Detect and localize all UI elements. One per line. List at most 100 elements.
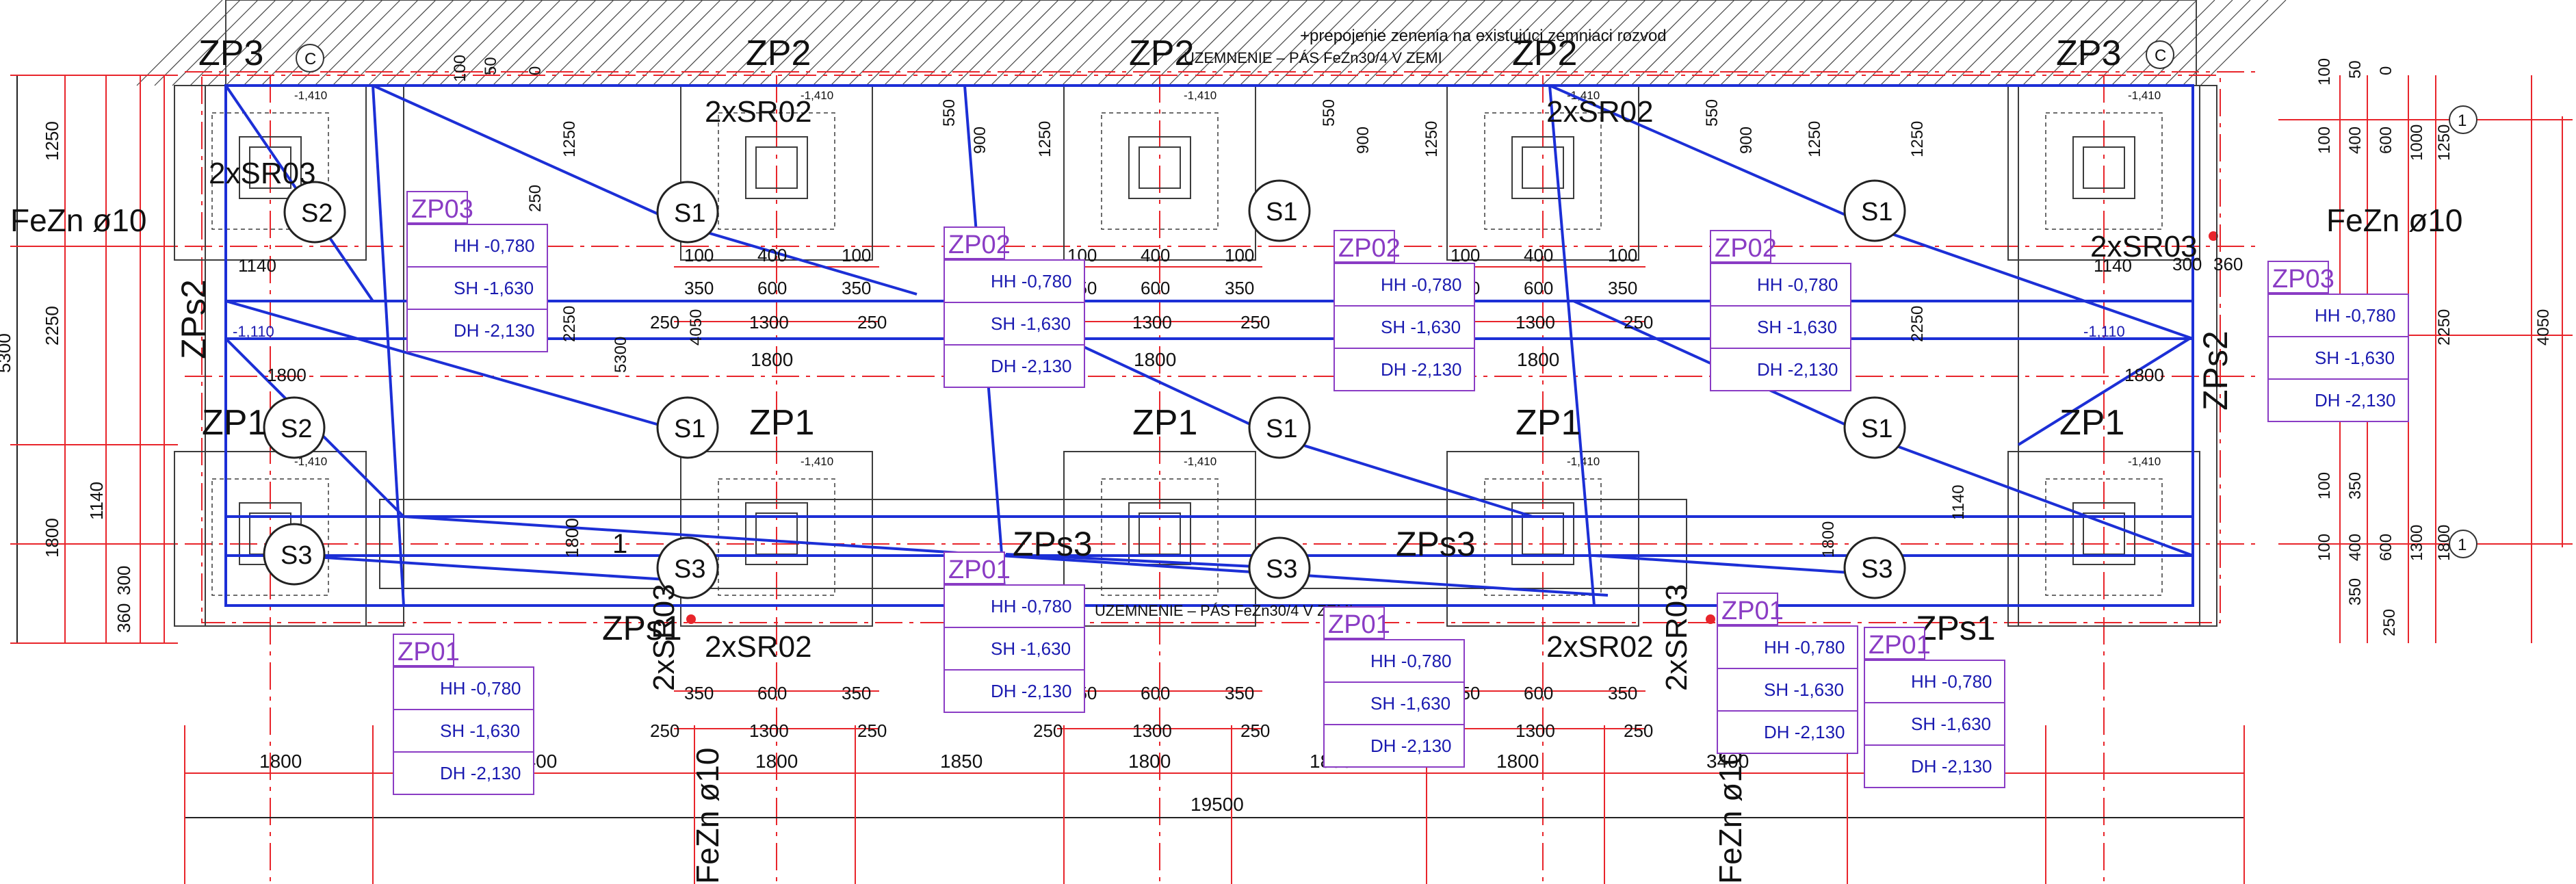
footing-sub-dimension: 350: [684, 683, 714, 703]
footing-sub-dimension: 1300: [749, 720, 789, 741]
grounding-conductor: [224, 84, 2194, 607]
tag-row-text: SH -1,630: [991, 638, 1071, 659]
footing-label-top-3: ZP2: [1129, 34, 1194, 73]
hatch-line: [1115, 0, 1201, 86]
footing-sub-dimension: 1300: [1515, 312, 1555, 333]
hatch-line: [154, 0, 241, 86]
footing-sub-dimension: 600: [757, 278, 787, 298]
well-circle: [283, 181, 346, 244]
red-pin: [686, 614, 696, 624]
footing-column: [239, 136, 302, 199]
bay-dimension: 1800: [259, 751, 302, 772]
footing-step: [1101, 112, 1219, 230]
tag-row-text: HH -0,780: [991, 596, 1072, 616]
tag-row-text: DH -2,130: [454, 320, 535, 341]
hatch-line: [528, 0, 614, 86]
tag-row-text: SH -1,630: [1381, 317, 1461, 337]
tag-row-text: DH -2,130: [991, 681, 1072, 701]
vertical-dimension: 100: [451, 55, 469, 82]
hatch-line: [1613, 0, 1700, 86]
tag-row-box: [944, 627, 1085, 671]
tag-row-box: [1717, 625, 1858, 669]
footing-column: [1128, 502, 1191, 565]
hatch-line: [563, 0, 650, 86]
hatch-line: [1826, 0, 1913, 86]
vertical-dimension: 1800: [1819, 521, 1838, 558]
hatch-line: [2200, 0, 2287, 86]
footing-column: [1511, 136, 1574, 199]
tag-row-box: [406, 224, 548, 268]
footing-sub-dimension: 250: [650, 720, 679, 741]
connector-label-1: 2xSR03: [209, 157, 316, 190]
well-label: S1: [1861, 198, 1892, 226]
small-dimension: 360: [2213, 254, 2243, 274]
hatch-line: [1915, 0, 2002, 86]
tag-title-box: [1323, 606, 1385, 639]
footing-sub-dimension: 100: [1225, 245, 1254, 265]
tag-title-box: [2267, 261, 2329, 294]
axis-marker-c-left: C: [296, 44, 324, 73]
footing-bottom: [1446, 451, 1639, 627]
footing-sub-dimension: 250: [857, 312, 887, 333]
footing-column: [1128, 136, 1191, 199]
tag-title-box: [1717, 593, 1778, 625]
right-vertical-dimension: 400: [2346, 127, 2365, 154]
right-vertical-dimension: 350: [2346, 578, 2365, 606]
footing-column-inner: [1522, 146, 1564, 189]
tag-row-text: DH -2,130: [1757, 359, 1838, 380]
vertical-dimension: 550: [1320, 99, 1338, 127]
right-vertical-dimension: 250: [2380, 609, 2399, 636]
tag-row-text: DH -2,130: [1764, 722, 1845, 742]
tag-row-text: HH -0,780: [1381, 274, 1462, 295]
conductor-segment: [1877, 228, 2194, 340]
vertical-dimension: 50: [482, 57, 500, 75]
footing-sub-dimension: 250: [857, 720, 887, 741]
footing-step: [2045, 112, 2163, 230]
well-circle: [263, 396, 326, 459]
vertical-dimension: 550: [1703, 99, 1721, 127]
hatch-line: [741, 0, 828, 86]
vertical-dimension: 4050: [687, 309, 705, 346]
connector-label-4: 2xSR03: [2090, 230, 2198, 263]
connector-label-5: 2xSR02: [705, 630, 812, 664]
hatch-line: [439, 0, 525, 86]
tag-row-box: [406, 309, 548, 352]
footing-level-tag: -1,410: [801, 89, 833, 102]
tag-name: ZP01: [1869, 631, 1931, 660]
tag-row-box: [1717, 668, 1858, 712]
tag-row-box: [1864, 702, 2005, 746]
well-circle: [656, 396, 719, 459]
small-dimension: 1140: [238, 255, 276, 276]
footing-label-bottom-3: ZP1: [1132, 403, 1197, 443]
tag-row-text: SH -1,630: [1757, 317, 1837, 337]
footing-sub-dimension: 350: [842, 683, 871, 703]
tag-row-text: HH -0,780: [2315, 305, 2396, 326]
tag-name: ZP02: [1715, 234, 1777, 263]
footing-sub-dimension: 1300: [749, 312, 789, 333]
hatch-line: [1204, 0, 1290, 86]
note-reconnect: +prepojenie zenenia na existujúci zemnia…: [1300, 27, 1667, 45]
footing-label-top-5: ZP3: [2056, 34, 2121, 73]
connector-label-2: 2xSR02: [705, 95, 812, 129]
tag-row-text: HH -0,780: [991, 271, 1072, 291]
footing-column: [745, 136, 808, 199]
footing-column: [2072, 136, 2135, 199]
tag-title-box: [393, 634, 454, 666]
footing-sub-dimension: 400: [1524, 245, 1553, 265]
well-circle: [1248, 179, 1311, 242]
hatch-line: [1328, 0, 1415, 86]
hatch-line: [1026, 0, 1113, 86]
right-vertical-dimension: 400: [2346, 534, 2365, 561]
conductor-segment: [2017, 337, 2191, 446]
left-vertical-dimension: 300: [114, 566, 134, 595]
conductor-segment: [1874, 437, 2194, 557]
footing-sub-dimension: 350: [842, 278, 871, 298]
svg-text:1: 1: [2458, 536, 2467, 554]
right-vertical-dimension: 100: [2315, 127, 2334, 154]
footing-sub-dimension: 600: [1141, 683, 1170, 703]
footing-level-tag: -1,410: [1567, 455, 1600, 468]
hatch-line: [243, 0, 330, 86]
